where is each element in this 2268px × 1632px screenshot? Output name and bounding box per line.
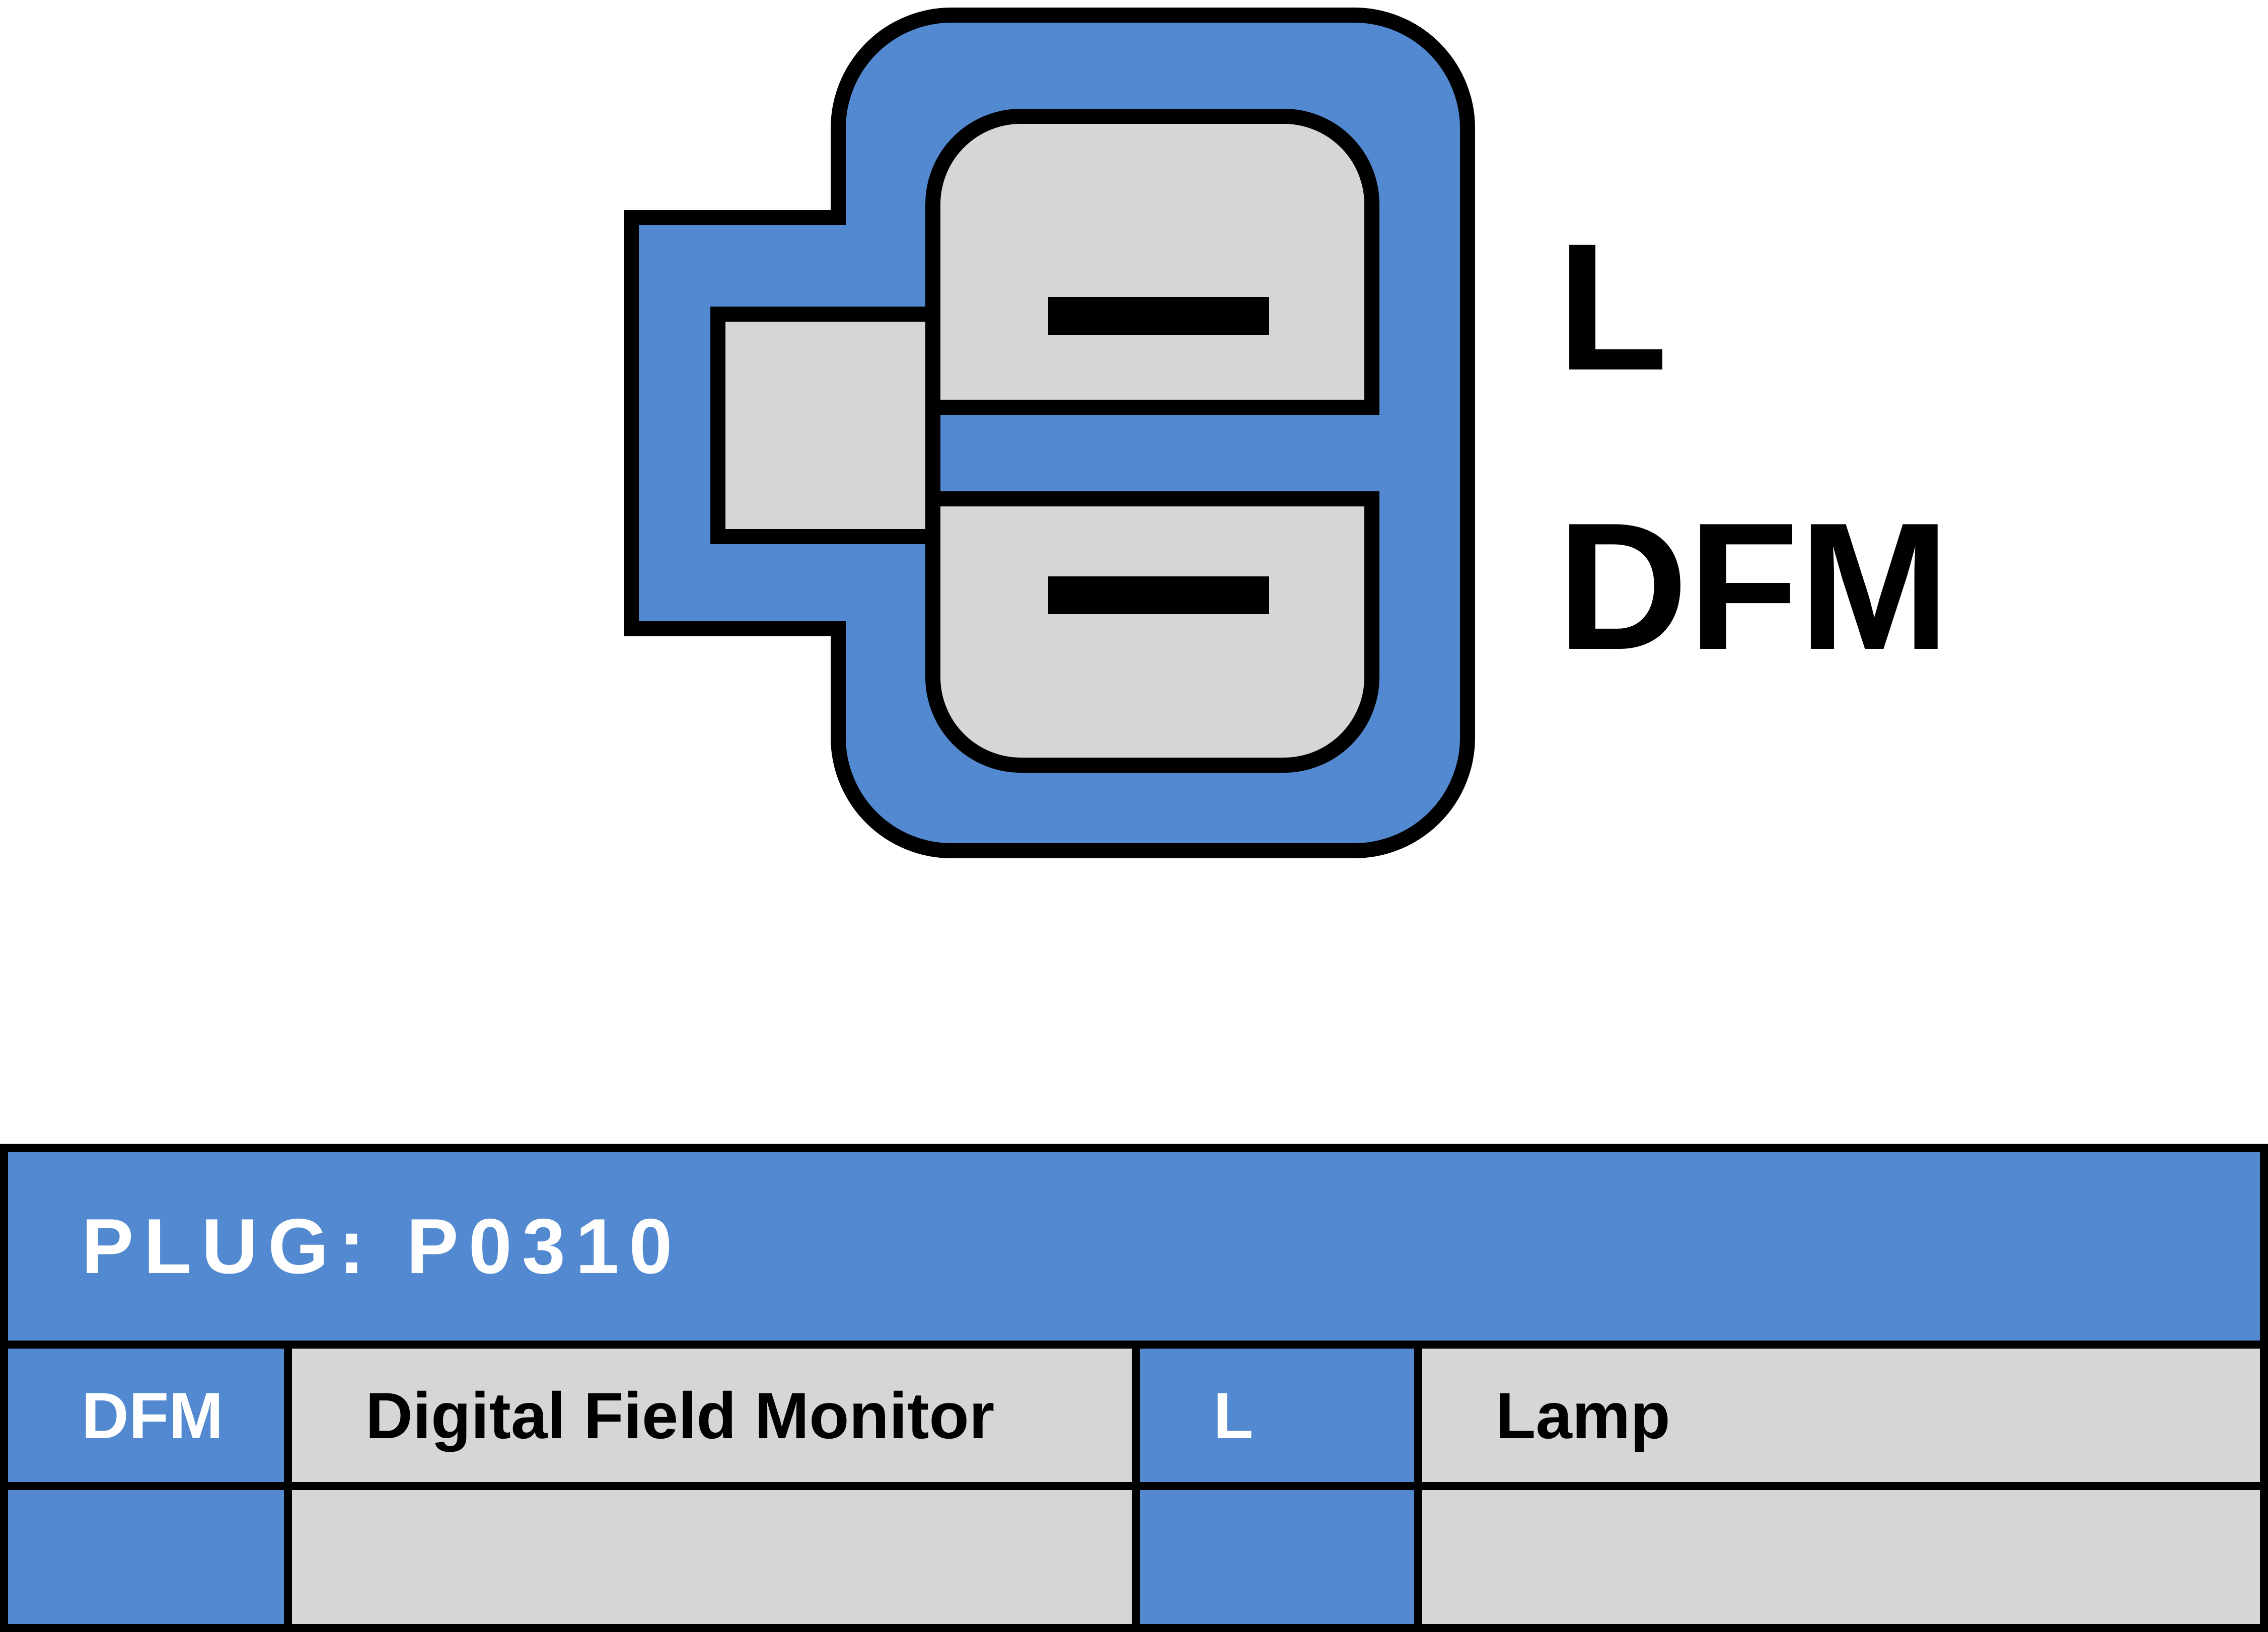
pin-label-dfm: DFM xyxy=(1557,485,1950,688)
cell-abbr-empty xyxy=(8,1490,284,1624)
plug-legend-table: PLUG: P0310 DFM Digital Field Monitor L … xyxy=(0,1144,2268,1632)
terminal-housing-top xyxy=(925,109,1379,415)
pin-label-l: L xyxy=(1557,206,1668,408)
cell-desc-l: Lamp xyxy=(1422,1349,2260,1482)
cell-desc-empty xyxy=(292,1490,1132,1624)
cell-abbr-empty-2 xyxy=(1140,1490,1414,1624)
connector-key-square xyxy=(710,307,940,544)
terminal-housing-bottom xyxy=(925,491,1379,773)
cell-desc-dfm: Digital Field Monitor xyxy=(292,1349,1132,1482)
cell-abbr-l: L xyxy=(1140,1349,1414,1482)
terminal-slot-top xyxy=(1048,297,1269,335)
cell-desc-empty-2 xyxy=(1422,1490,2260,1624)
cell-abbr-dfm: DFM xyxy=(8,1349,284,1482)
plug-table-header: PLUG: P0310 xyxy=(8,1152,2260,1341)
terminal-slot-bottom xyxy=(1048,576,1269,614)
